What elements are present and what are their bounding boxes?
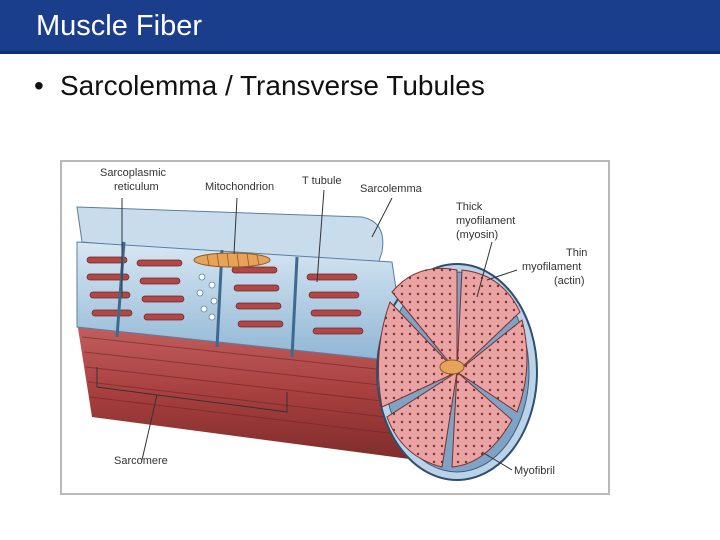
label-reticulum: reticulum	[114, 181, 159, 193]
label-thick: Thick	[456, 201, 483, 213]
bullet-marker: •	[34, 70, 60, 102]
label-t-tubule: T tubule	[302, 175, 342, 187]
slide-title: Muscle Fiber	[36, 10, 202, 43]
label-sarcoplasmic: Sarcoplasmic	[100, 167, 167, 179]
label-thin-myofilament: myofilament	[522, 261, 581, 273]
label-thick-myofilament: myofilament	[456, 215, 515, 227]
title-bar: Muscle Fiber	[0, 0, 720, 54]
muscle-fiber-figure: Sarcoplasmic reticulum Mitochondrion T t…	[60, 160, 610, 495]
label-actin: (actin)	[554, 275, 585, 287]
title-underline	[0, 51, 720, 54]
fiber-cross-section	[377, 264, 537, 480]
label-mitochondrion: Mitochondrion	[205, 181, 274, 193]
label-sarcolemma: Sarcolemma	[360, 183, 423, 195]
muscle-fiber-illustration: Sarcoplasmic reticulum Mitochondrion T t…	[62, 162, 608, 493]
label-sarcomere: Sarcomere	[114, 455, 168, 467]
label-myofibril: Myofibril	[514, 465, 555, 477]
bullet-text: Sarcolemma / Transverse Tubules	[60, 70, 485, 101]
label-thin: Thin	[566, 247, 587, 259]
bullet-item: •Sarcolemma / Transverse Tubules	[34, 70, 485, 102]
label-myosin: (myosin)	[456, 229, 498, 241]
